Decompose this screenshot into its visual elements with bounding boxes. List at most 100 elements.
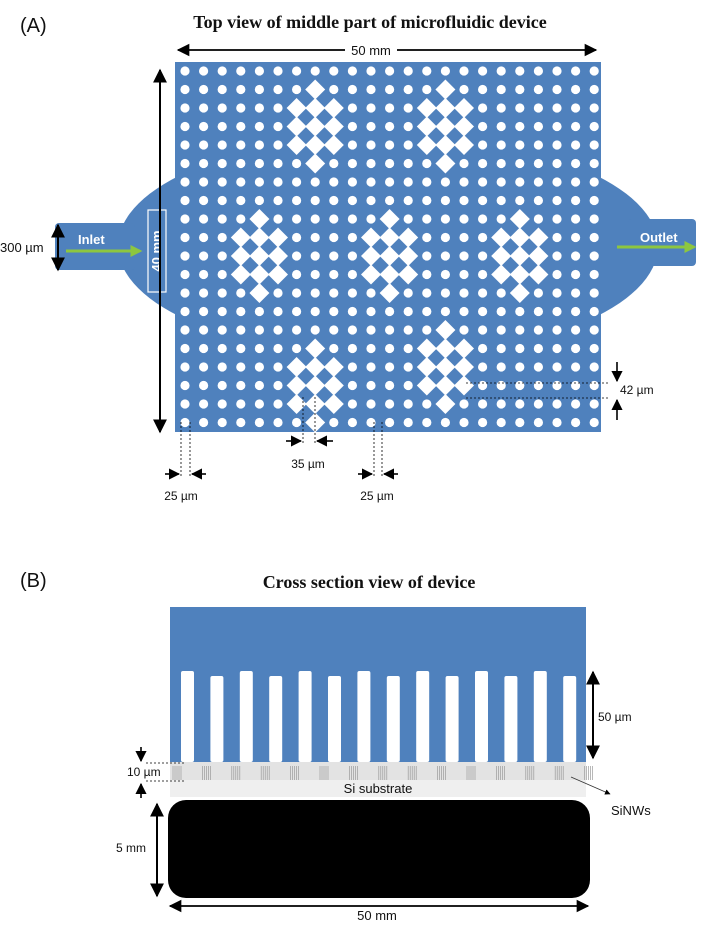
round-pillar [515,121,525,132]
round-pillar [403,177,413,187]
round-pillar [440,232,450,243]
diamond-pillar [435,116,456,137]
diamond-pillar [379,227,400,248]
round-pillar [552,66,562,76]
round-pillar [403,288,413,298]
round-pillar [180,84,190,95]
round-pillar [292,306,302,317]
inlet-channel [55,223,135,270]
round-pillar [180,140,190,150]
round-pillar [366,177,376,187]
cross-section-pillars [181,671,577,762]
diamond-pillar [305,135,326,155]
diamond-pillar [509,246,530,266]
round-pillar [552,362,562,372]
round-pillar [440,417,450,428]
round-pillar [403,140,413,150]
round-pillar [366,158,376,169]
round-pillar [571,140,581,150]
device-base [168,800,590,898]
round-pillar [347,121,357,132]
round-pillar [403,380,413,391]
round-pillar [533,306,544,317]
round-pillar [496,158,506,169]
round-pillar [385,362,395,372]
round-pillar [292,158,302,169]
round-pillar [571,251,581,261]
round-pillar [496,362,506,372]
round-pillar [310,214,320,224]
round-pillar [478,417,488,428]
round-pillar [515,399,525,409]
base-width-label: 50 mm [357,908,397,923]
round-pillar [533,288,544,298]
round-pillar [515,380,525,391]
round-pillar [254,177,264,187]
round-pillar [254,158,264,169]
round-pillar [515,343,525,354]
pillar-channel [328,676,341,762]
round-pillar [571,399,581,409]
diamond-pillar [509,209,530,229]
round-pillar [403,214,413,224]
round-pillar [589,158,599,169]
round-pillar [254,306,264,317]
round-pillar [459,399,469,409]
round-pillar [310,66,320,76]
round-pillar [478,177,488,187]
diamond-pillar [454,116,474,137]
round-pillar [589,177,599,187]
round-pillar [292,269,302,280]
round-pillar [478,251,488,261]
pillar-channel [445,676,459,762]
diamond-pillar [323,357,344,377]
round-pillar [236,362,246,372]
diamond-pillar [435,357,456,377]
diamond-pillar [398,246,419,266]
round-pillar [254,362,264,372]
round-pillar [199,84,209,95]
round-pillar [422,325,432,335]
round-pillar [199,288,209,298]
round-pillar [385,66,395,76]
round-pillar [496,195,506,206]
round-pillar [496,288,506,298]
round-pillar [199,362,209,372]
diamond-pillar [249,283,270,303]
width-label: 50 mm [351,43,391,58]
round-pillar [254,84,264,95]
diamond-pillar [398,264,419,285]
round-pillar [552,288,562,298]
round-pillar [552,399,562,409]
round-pillar [329,269,339,280]
round-pillar [199,158,209,169]
round-pillar [180,288,190,298]
round-pillar [515,158,525,169]
round-pillar [552,380,562,391]
round-pillar [459,251,469,261]
round-pillar [329,306,339,317]
round-pillar [199,140,209,150]
pillar-array [180,66,599,433]
round-pillar [366,103,376,113]
nanowire-height-label: 10 µm [127,765,161,779]
round-pillar [422,417,432,428]
round-pillar [180,177,190,187]
round-pillar [329,66,339,76]
round-pillar [273,417,283,428]
round-pillar [217,343,227,354]
round-pillar [180,325,190,335]
round-pillar [533,177,544,187]
panel-a-letter: (A) [20,15,47,37]
round-pillar [422,269,432,280]
round-pillar [329,195,339,206]
diamond-pillar [435,98,456,118]
round-pillar [292,325,302,335]
diamond-pillar [286,135,307,155]
round-pillar [347,417,357,428]
round-pillar [478,84,488,95]
diamond-pillar [435,153,456,174]
round-pillar [292,195,302,206]
round-pillar [254,399,264,409]
round-pillar [199,306,209,317]
